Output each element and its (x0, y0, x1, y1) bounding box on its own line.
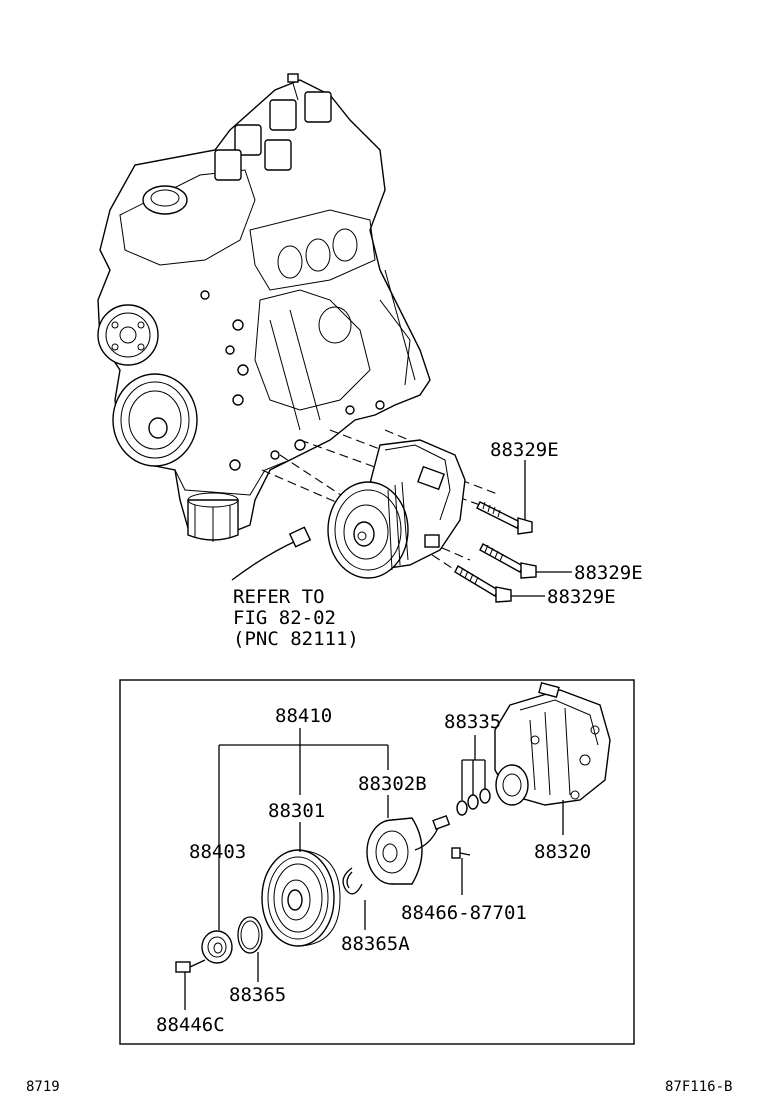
refer-to-line1: REFER TO (233, 586, 325, 608)
detail-box (119, 679, 635, 1045)
label-88302B: 88302B (358, 773, 427, 795)
label-bolt-88329E-b: 88329E (574, 562, 643, 584)
label-88365: 88365 (229, 984, 286, 1006)
refer-to-line3: (PNC 82111) (233, 628, 359, 650)
footer-left-code: 8719 (26, 1079, 60, 1095)
label-bolt-88329E-c: 88329E (547, 586, 616, 608)
stator-coil (366, 814, 451, 885)
pulley-rotor (261, 849, 341, 947)
label-88446C: 88446C (156, 1014, 225, 1036)
bolt-88329E-b (479, 543, 537, 579)
label-88301: 88301 (268, 800, 325, 822)
label-88335: 88335 (444, 711, 501, 733)
harness-connector (231, 526, 312, 581)
bolt-plate (175, 959, 206, 1010)
screw-field (451, 847, 471, 895)
label-88365A: 88365A (341, 933, 410, 955)
compressor-illustration-detail (494, 681, 611, 806)
label-88320: 88320 (534, 841, 591, 863)
snap-ring-rotor (342, 867, 366, 930)
assembly-bracket-88410 (218, 728, 389, 930)
footer-right-code: 87F116-B (665, 1079, 732, 1095)
shim-set (456, 735, 491, 816)
refer-to-line2: FIG 82-02 (233, 607, 336, 629)
bolt-88329E-a (476, 501, 533, 535)
label-88410: 88410 (275, 705, 332, 727)
label-bolt-88329E-a: 88329E (490, 439, 559, 461)
snap-ring-plate (237, 916, 263, 982)
pressure-plate (201, 930, 233, 964)
label-88403: 88403 (189, 841, 246, 863)
engine-illustration (97, 73, 431, 542)
compressor-illustration-top (327, 439, 466, 579)
bolt-88329E-c (454, 565, 512, 603)
label-88466-87701: 88466-87701 (401, 902, 527, 924)
